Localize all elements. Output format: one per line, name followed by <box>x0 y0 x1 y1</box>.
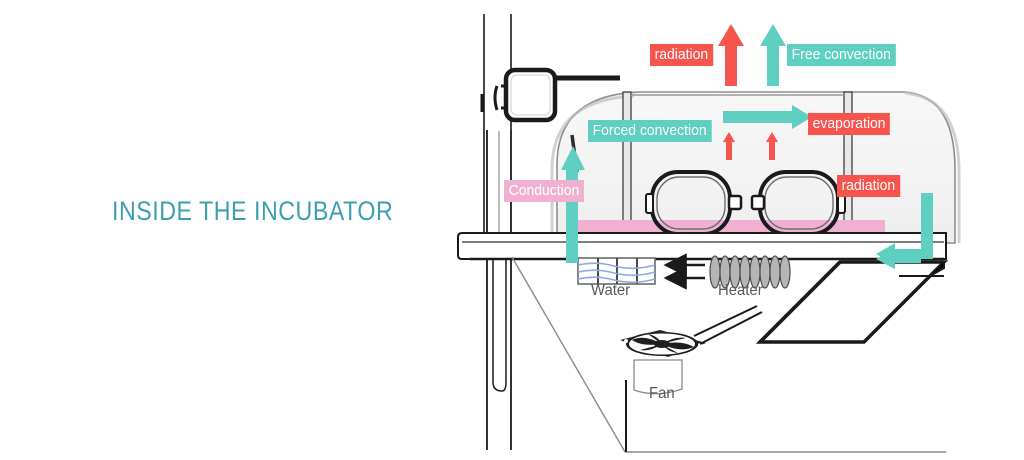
arrow-free-convection <box>760 24 786 86</box>
page-title: INSIDE THE INCUBATOR <box>112 196 394 226</box>
arrow-conduction <box>566 233 578 263</box>
arrow-evaporation-flow <box>723 105 812 129</box>
lower-cabinet <box>511 256 946 453</box>
base-deck <box>457 232 947 261</box>
label-forced-convection: Forced convection <box>588 120 712 142</box>
label-evaporation: evaporation <box>808 113 891 135</box>
water-reservoir <box>577 257 656 285</box>
access-port-right <box>750 170 846 236</box>
caption-fan: Fan <box>649 385 675 402</box>
arrow-radiation-right <box>876 193 933 269</box>
caption-water: Water <box>591 282 631 299</box>
label-radiation-top: radiation <box>650 44 713 66</box>
label-free-convection: Free convection <box>787 44 896 66</box>
airflow-arrows <box>663 253 705 290</box>
arrow-evaporation-small-1 <box>723 132 735 160</box>
arrow-evaporation-small-2 <box>766 132 778 160</box>
label-conduction: Conduction <box>504 180 584 202</box>
heater-coil <box>709 255 791 289</box>
label-radiation-right: radiation <box>837 175 900 197</box>
arrow-radiation-top <box>718 24 744 86</box>
caption-heater: Heater <box>718 282 763 299</box>
fan-unit <box>620 305 763 395</box>
monitor-box <box>493 67 620 123</box>
